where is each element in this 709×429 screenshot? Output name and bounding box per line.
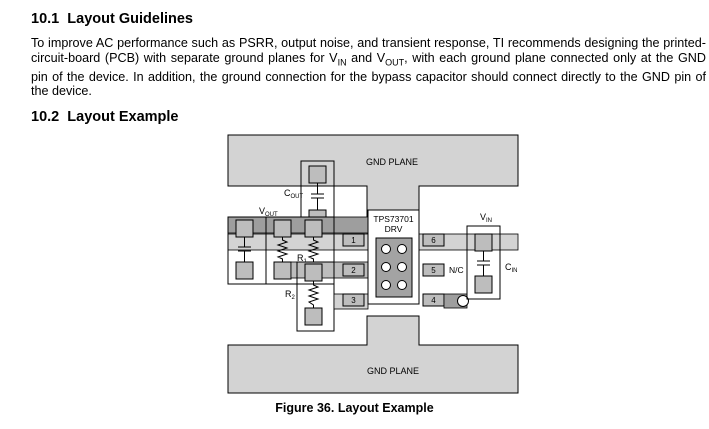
vin-via bbox=[457, 295, 469, 307]
r2-pad-bottom bbox=[304, 307, 323, 326]
r2-resistor-symbol bbox=[307, 281, 320, 308]
ic-pins bbox=[342, 233, 445, 307]
cout-capacitor-symbol bbox=[311, 183, 324, 210]
para-text-1: To improve AC performance such as PSRR, … bbox=[31, 36, 706, 65]
vout-resistor-pad-bottom bbox=[273, 261, 292, 280]
pin-5-label: 5 bbox=[431, 266, 436, 275]
vout-resistor-symbol bbox=[276, 237, 289, 262]
pin-4-label: 4 bbox=[431, 296, 436, 305]
pin-5 bbox=[422, 263, 445, 277]
r1-pad-top bbox=[304, 219, 323, 238]
r2-pad-top bbox=[304, 263, 323, 282]
para-sub-out: OUT bbox=[385, 57, 405, 68]
ic-name-label: TPS73701 bbox=[373, 214, 413, 224]
cin-pad-bottom bbox=[474, 275, 493, 294]
r1-component-box bbox=[265, 216, 335, 285]
cin-pad-top bbox=[474, 233, 493, 252]
pin-3 bbox=[342, 293, 365, 307]
pin-6 bbox=[422, 233, 445, 247]
pin-2 bbox=[342, 263, 365, 277]
para-text-3: , with each ground plane connected only … bbox=[31, 50, 706, 99]
cin-component-box bbox=[466, 225, 501, 300]
pin-3-label: 3 bbox=[351, 296, 356, 305]
vin-label: VIN bbox=[480, 212, 492, 224]
r1-resistor-symbol bbox=[307, 237, 320, 262]
para-text-2: and V bbox=[346, 50, 386, 65]
figure-caption: Figure 36. Layout Example bbox=[275, 401, 434, 415]
cff-pad-bottom bbox=[235, 261, 254, 280]
cin-capacitor-symbol bbox=[477, 251, 490, 276]
pcb-layout-figure: GND PLANE GND PLANE COUT VOUT CFF R1 R2 bbox=[227, 134, 519, 394]
ic-sub-label: DRV bbox=[385, 224, 403, 234]
section-heading-layout-guidelines: 10.1 Layout Guidelines bbox=[31, 11, 193, 27]
cout-label: COUT bbox=[284, 188, 304, 200]
r2-label: R2 bbox=[285, 289, 296, 301]
vout-resistor-pad-top bbox=[273, 219, 292, 238]
cff-capacitor-symbol bbox=[238, 237, 251, 262]
section-heading-layout-example: 10.2 Layout Example bbox=[31, 109, 179, 125]
ic-thermal-vias bbox=[381, 244, 407, 290]
cout-pad-top bbox=[308, 165, 327, 184]
gnd-plane-bottom-label: GND PLANE bbox=[367, 366, 419, 376]
vout-label: VOUT bbox=[259, 206, 278, 218]
section-title: Layout Example bbox=[67, 109, 179, 125]
layout-guidelines-paragraph: To improve AC performance such as PSRR, … bbox=[31, 36, 706, 99]
section-title: Layout Guidelines bbox=[67, 11, 193, 27]
cin-label: CIN bbox=[505, 262, 518, 274]
pin-1 bbox=[342, 233, 365, 247]
para-sub-in: IN bbox=[337, 57, 347, 68]
section-number: 10.1 bbox=[31, 11, 60, 27]
pin-1-label: 1 bbox=[351, 236, 356, 245]
section-number: 10.2 bbox=[31, 109, 60, 125]
gnd-plane-bottom bbox=[227, 315, 519, 394]
cff-pad-top bbox=[235, 219, 254, 238]
gnd-plane-top-label: GND PLANE bbox=[366, 157, 418, 167]
pin-6-label: 6 bbox=[431, 236, 436, 245]
nc-label: N/C bbox=[449, 265, 464, 275]
pin-2-label: 2 bbox=[351, 266, 356, 275]
